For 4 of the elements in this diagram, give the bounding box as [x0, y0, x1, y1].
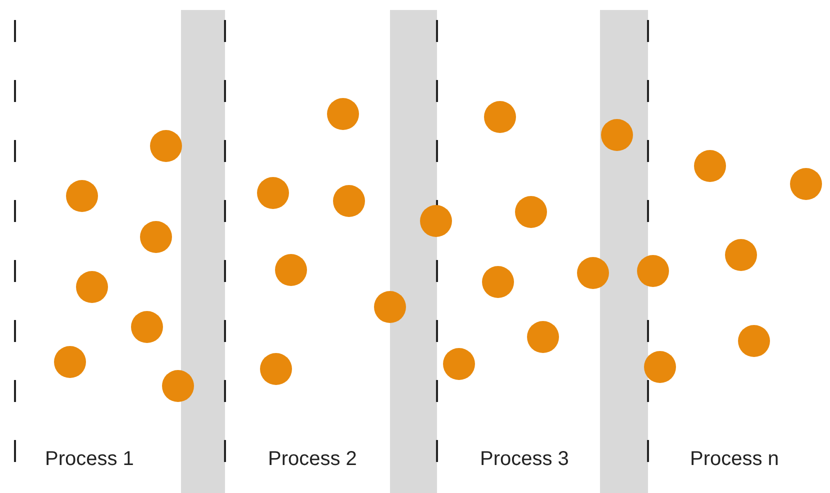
process-label: Process 3 [480, 448, 569, 471]
process-label: Process 1 [45, 448, 134, 471]
process-label: Process 2 [268, 448, 357, 471]
process-label: Process n [690, 448, 779, 471]
